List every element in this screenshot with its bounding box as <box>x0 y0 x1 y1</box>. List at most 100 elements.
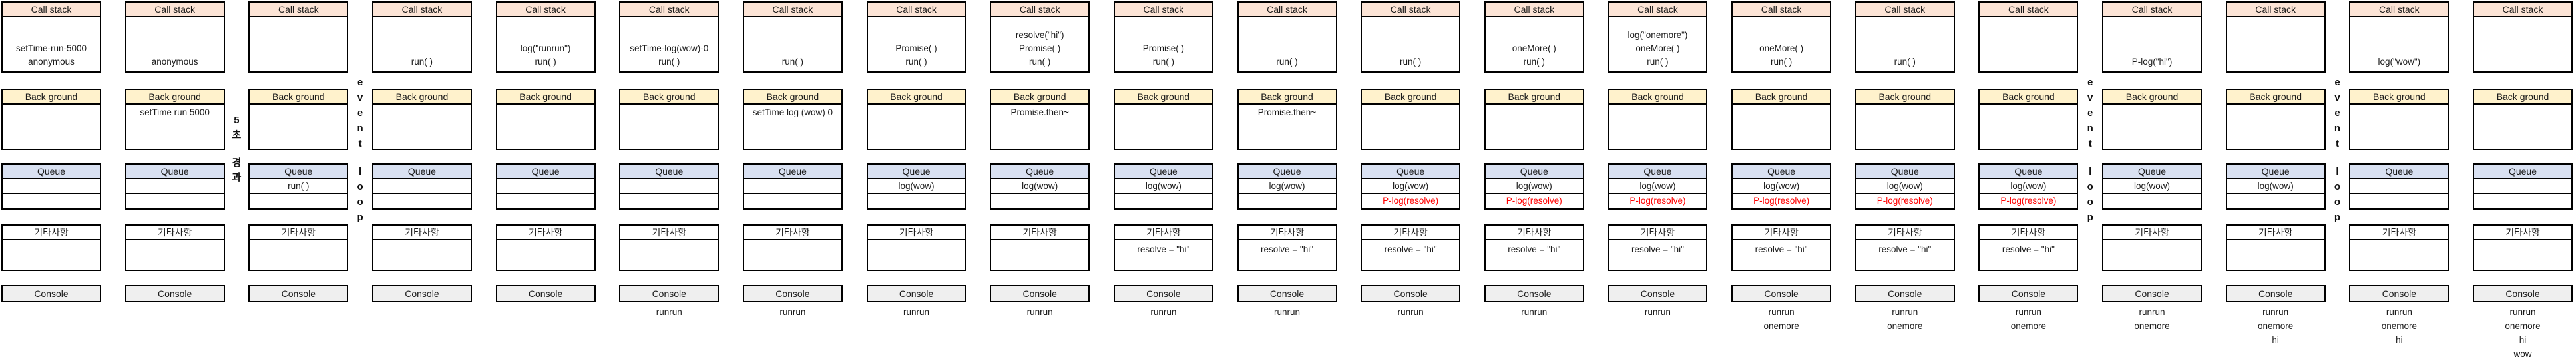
background-task: setTime run 5000 <box>140 107 210 117</box>
queue-header: Queue <box>250 165 347 179</box>
console-header: Console <box>744 286 841 301</box>
notes-box: 기타사항 <box>990 224 1090 271</box>
notes-box: 기타사항 <box>2225 224 2326 271</box>
separator-letter: v <box>2087 92 2093 103</box>
notes-header: 기타사항 <box>2227 226 2324 240</box>
notes-box: 기타사항 <box>371 224 472 271</box>
background-tasks <box>2474 105 2571 106</box>
notes-header: 기타사항 <box>497 226 594 240</box>
notes-box: 기타사항 <box>495 224 596 271</box>
call-stack-frame: run( ) <box>781 57 804 67</box>
queue-row: P-log(resolve) <box>1362 193 1460 208</box>
console-output-line: runrun <box>903 307 930 317</box>
call-stack-frame: Promise( ) <box>1142 43 1184 53</box>
queue-header: Queue <box>1485 165 1583 179</box>
notes-header: 기타사항 <box>2474 226 2571 240</box>
queue-box: Queue <box>495 163 596 210</box>
queue-row <box>620 179 718 193</box>
console-output: runrun <box>743 305 843 319</box>
queue-box: Queue log(wow)P-log(resolve) <box>1731 163 1832 210</box>
queue-row <box>2350 179 2448 193</box>
background-tasks <box>1362 105 1459 106</box>
notes-header: 기타사항 <box>1980 226 2077 240</box>
call-stack-frames <box>1980 17 2077 71</box>
notes-body <box>250 240 347 243</box>
background-header: Back ground <box>1114 90 1212 105</box>
background-tasks <box>868 105 965 106</box>
queue-box: Queue <box>2473 163 2573 210</box>
background-task: Promise.then~ <box>1257 107 1317 117</box>
queue-row <box>126 193 224 208</box>
notes-body: resolve = "hi" <box>1980 240 2077 256</box>
queue-rows: run( ) <box>250 179 347 208</box>
queue-row: run( ) <box>288 181 310 191</box>
queue-row <box>744 179 841 193</box>
call-stack-header: Call stack <box>373 3 471 17</box>
console-box: Console <box>248 285 349 302</box>
call-stack-header: Call stack <box>867 3 965 17</box>
notes-header: 기타사항 <box>867 226 965 240</box>
separator-letter: o <box>2087 181 2093 192</box>
separator-letter: o <box>357 196 363 208</box>
call-stack-frames: run( ) <box>1239 17 1336 71</box>
console-output-line: runrun <box>2262 307 2289 317</box>
separator-letter: e <box>357 107 363 119</box>
background-header: Back ground <box>2474 90 2571 105</box>
queue-header: Queue <box>620 165 718 179</box>
console-output-line: runrun <box>656 307 682 317</box>
queue-box: Queue <box>619 163 720 210</box>
separator-letter: o <box>357 181 363 192</box>
console-box: Console <box>1978 285 2079 302</box>
console-box: Console <box>1237 285 1337 302</box>
console-box: Console <box>1608 285 1708 302</box>
console-output-line: runrun <box>1273 307 1301 317</box>
queue-header: Queue <box>2350 165 2448 179</box>
console-output-line: wow <box>2513 349 2532 359</box>
queue-row: P-log(resolve) <box>1609 193 1707 208</box>
console-output-line: runrun <box>779 307 806 317</box>
notes-box: 기타사항 resolve = "hi" <box>1731 224 1832 271</box>
console-output: runrun <box>867 305 966 319</box>
separator-letter: l <box>2089 166 2092 177</box>
call-stack-frame: P-log("hi") <box>2131 57 2173 67</box>
note-line: resolve = "hi" <box>1755 244 1808 254</box>
background-header: Back ground <box>620 90 718 105</box>
console-header: Console <box>620 286 718 301</box>
notes-box: 기타사항 resolve = "hi" <box>1608 224 1708 271</box>
console-box: Console <box>1854 285 1955 302</box>
queue-box: Queue <box>124 163 225 210</box>
notes-box: 기타사항 <box>2349 224 2450 271</box>
queue-box: Queue log(wow) <box>1113 163 1213 210</box>
console-header: Console <box>2474 286 2571 301</box>
separator-letter: 5 <box>234 115 240 126</box>
notes-body <box>2103 240 2201 243</box>
call-stack-frames: P-log("hi") <box>2103 17 2201 71</box>
queue-row: log(wow) <box>2134 181 2171 191</box>
background-box: Back ground setTime log (wow) 0 <box>742 89 843 150</box>
queue-header: Queue <box>1733 165 1830 179</box>
notes-body <box>126 240 224 243</box>
queue-row: log(wow) <box>1763 181 1800 191</box>
call-stack-frames: Promise( )run( ) <box>1115 17 1212 71</box>
notes-box: 기타사항 <box>248 224 349 271</box>
call-stack-box: Call stack <box>2225 1 2326 73</box>
console-output-line: runrun <box>1521 307 1548 317</box>
queue-rows <box>497 179 594 208</box>
queue-row <box>744 193 841 208</box>
queue-row: log(wow) <box>1886 181 1923 191</box>
console-box: Console <box>866 285 966 302</box>
notes-body <box>868 240 965 243</box>
queue-header: Queue <box>2227 165 2324 179</box>
stage-column: Call stack run( ) Back ground Queue log(… <box>1361 0 1461 361</box>
call-stack-box: Call stack oneMore( )run( ) <box>1484 1 1584 73</box>
call-stack-box: Call stack run( ) <box>1237 1 1337 73</box>
queue-header: Queue <box>1856 165 1954 179</box>
background-tasks <box>620 105 718 106</box>
call-stack-box: Call stack Promise( )run( ) <box>1113 1 1213 73</box>
separator-letter: p <box>2087 212 2093 223</box>
background-header: Back ground <box>1980 90 2077 105</box>
